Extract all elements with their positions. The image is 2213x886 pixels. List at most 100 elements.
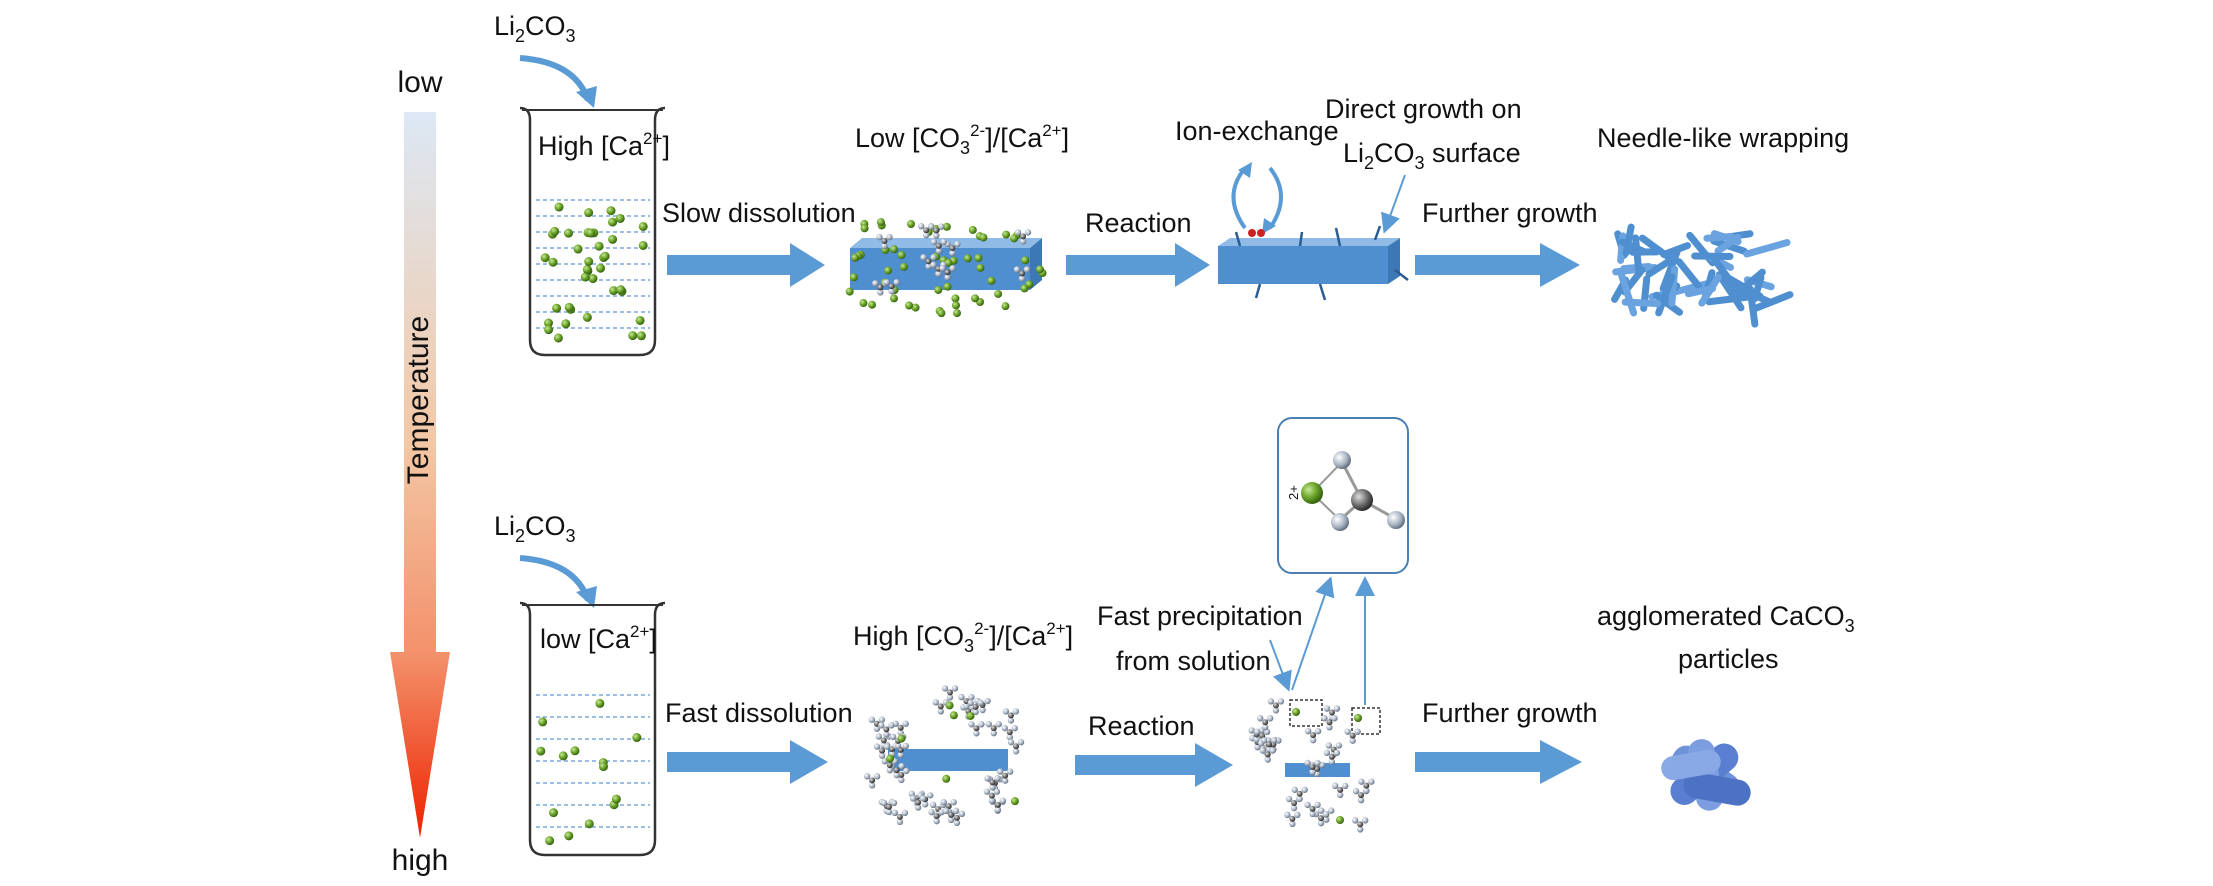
oxygen-atom bbox=[949, 265, 956, 272]
calcium-ion bbox=[632, 733, 642, 743]
calcium-ion bbox=[1354, 714, 1362, 722]
calcium-ion bbox=[538, 717, 548, 727]
carbonate-ion bbox=[1344, 728, 1361, 744]
carbonate-ion bbox=[941, 685, 959, 701]
carbon-atom bbox=[1309, 805, 1316, 812]
carbon-atom bbox=[1296, 790, 1303, 797]
needle bbox=[1684, 285, 1717, 298]
carbonate-ion bbox=[939, 265, 956, 281]
carbon-atom bbox=[1262, 719, 1269, 726]
carbonate-ion bbox=[868, 716, 886, 732]
bottom-beaker: low [Ca2+] bbox=[519, 601, 666, 857]
carbon-atom bbox=[915, 799, 922, 806]
oxygen-atom bbox=[902, 720, 909, 727]
oxygen-atom bbox=[1341, 782, 1349, 790]
ion-exchange-arrowheads bbox=[1238, 162, 1276, 234]
carbonate-ion bbox=[909, 795, 927, 811]
oxygen-atom bbox=[1017, 739, 1025, 746]
oxygen-atom bbox=[1270, 737, 1278, 744]
carbon-atom bbox=[933, 813, 940, 820]
oxygen-atom bbox=[938, 223, 945, 230]
oxygen-atom bbox=[886, 766, 893, 774]
oxygen-atom bbox=[932, 699, 939, 706]
needle bbox=[1617, 269, 1638, 317]
needle-like-wrapping-crystal bbox=[1611, 223, 1794, 328]
oxygen-atom bbox=[949, 249, 956, 257]
oxygen-atom bbox=[990, 729, 997, 737]
needle bbox=[1691, 252, 1734, 260]
carbon-atom bbox=[1289, 815, 1296, 822]
carbonate-ion bbox=[863, 773, 881, 789]
oxygen-atom bbox=[1253, 728, 1261, 736]
calcium-ion bbox=[1336, 816, 1344, 824]
oxygen-atom bbox=[897, 751, 904, 759]
oxygen-atom bbox=[940, 798, 947, 806]
carbonate-ion bbox=[942, 807, 960, 824]
calcium-ion bbox=[971, 294, 980, 303]
top-reagent-label: Li2CO3 bbox=[494, 11, 576, 46]
oxygen-atom bbox=[1331, 513, 1349, 531]
calcium-ion bbox=[942, 774, 951, 783]
calcium-ion bbox=[609, 286, 619, 296]
calcium-ion bbox=[606, 206, 616, 216]
carbonate-ion bbox=[1014, 229, 1032, 245]
calcium-ion bbox=[549, 808, 559, 818]
oxygen-atom bbox=[888, 288, 895, 295]
top-step1-arrow bbox=[667, 243, 825, 287]
carbonate-ion bbox=[968, 721, 985, 737]
bottom-step2-label: Reaction bbox=[1088, 711, 1195, 741]
oxygen-atom bbox=[1007, 739, 1015, 746]
oxygen-atom bbox=[935, 247, 943, 255]
oxygen-atom bbox=[952, 807, 960, 815]
oxygen-atom bbox=[1357, 796, 1365, 804]
oxygen-atom bbox=[935, 270, 942, 277]
oxygen-atom bbox=[875, 733, 883, 740]
oxygen-atom bbox=[1352, 817, 1359, 824]
carbon-atom bbox=[898, 771, 905, 778]
top-ratio-label: Low [CO32-]/[Ca2+] bbox=[855, 121, 1069, 158]
calcium-ion bbox=[1035, 265, 1044, 274]
calcium-ion bbox=[615, 213, 625, 223]
carbon-atom bbox=[888, 283, 895, 290]
oxygen-atom bbox=[940, 238, 948, 246]
calcium-ion bbox=[616, 285, 626, 295]
carbonate-ion bbox=[930, 238, 948, 255]
bottom-result-line1: agglomerated CaCO3 bbox=[1597, 601, 1855, 636]
calcium-ion bbox=[540, 253, 550, 263]
calcium-ion bbox=[953, 309, 962, 318]
calcium-ion bbox=[638, 221, 648, 231]
oxygen-atom bbox=[1325, 742, 1333, 749]
top-step3-arrow bbox=[1415, 243, 1580, 287]
top-step2-arrow bbox=[1066, 243, 1210, 287]
highlight-box bbox=[1289, 699, 1323, 727]
oxygen-atom bbox=[891, 809, 899, 817]
oxygen-atom bbox=[1333, 749, 1341, 756]
bottom-step1-arrow bbox=[667, 740, 828, 784]
carbonate-ion bbox=[983, 788, 1001, 804]
bottom-reagent-curved-arrow bbox=[519, 555, 591, 602]
complex-inset: 2+ bbox=[1277, 417, 1409, 574]
oxygen-atom bbox=[942, 807, 950, 815]
bottom-beaker-label: low [Ca2+] bbox=[540, 622, 657, 654]
oxygen-atom bbox=[1321, 715, 1328, 722]
oxygen-atom bbox=[1318, 807, 1325, 814]
oxygen-atom bbox=[1363, 787, 1370, 794]
needle bbox=[1622, 223, 1635, 257]
calcium-ion bbox=[951, 301, 960, 310]
oxygen-atom bbox=[1309, 810, 1316, 818]
oxygen-atom bbox=[909, 795, 917, 802]
oxygen-atom bbox=[946, 694, 954, 701]
oxygen-atom bbox=[937, 708, 944, 715]
carbon-atom bbox=[1357, 821, 1364, 828]
oxygen-atom bbox=[902, 742, 909, 750]
calcium-ion bbox=[564, 831, 574, 841]
oxygen-atom bbox=[1309, 768, 1316, 776]
calcium-ion bbox=[886, 754, 895, 763]
oxygen-atom bbox=[863, 773, 871, 780]
oxygen-atom bbox=[878, 752, 886, 759]
oxygen-atom bbox=[889, 733, 897, 741]
calcium-ion bbox=[595, 698, 605, 708]
carbon-atom bbox=[1013, 743, 1020, 750]
complex-charge: 2+ bbox=[1286, 485, 1301, 500]
carbonate-ion bbox=[1013, 266, 1031, 282]
